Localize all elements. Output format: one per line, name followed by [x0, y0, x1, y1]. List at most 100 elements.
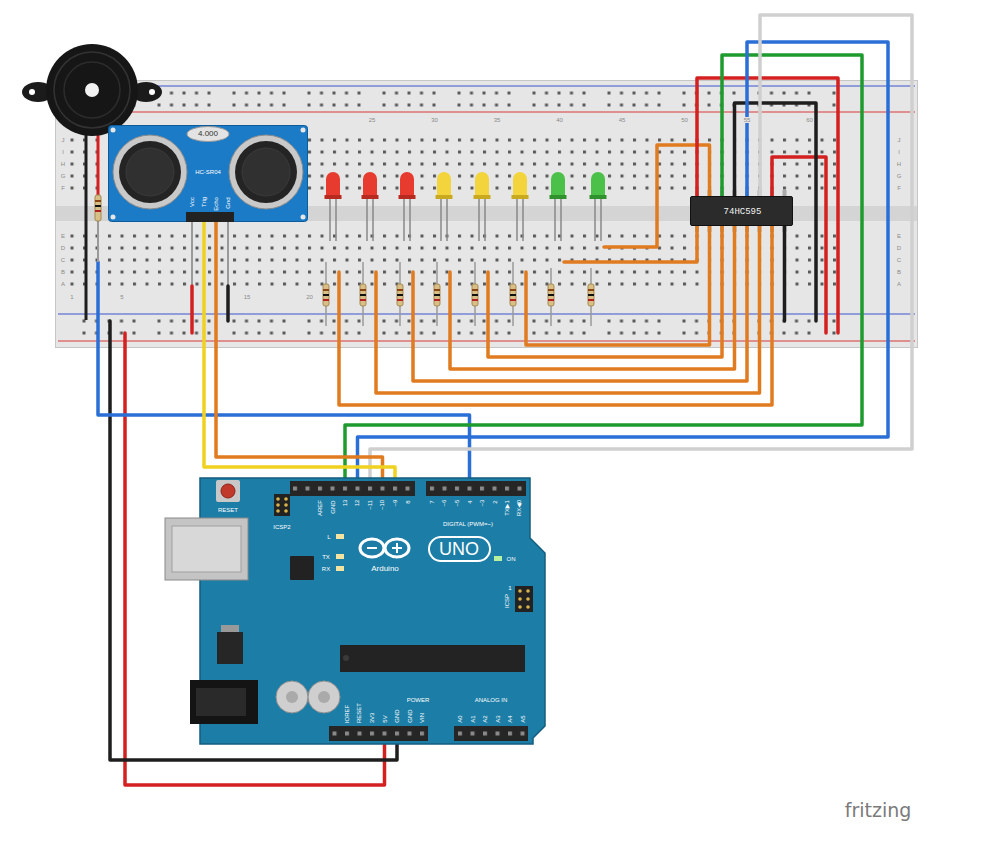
pin-label: A1: [470, 716, 476, 723]
led-symbol: [513, 172, 527, 197]
jumper-wire: [345, 55, 862, 478]
row-letter: B: [60, 269, 66, 275]
led-symbol: [594, 199, 596, 241]
column-number: 40: [555, 117, 564, 123]
led-symbol: [363, 172, 377, 197]
row-letter: G: [896, 173, 903, 179]
arduino-outline: [165, 518, 248, 580]
sensor-outline: [301, 128, 306, 133]
led-symbol: [335, 199, 337, 241]
row-letter: J: [897, 137, 902, 143]
arduino-outline: [385, 539, 409, 557]
column-number: 50: [680, 117, 689, 123]
pin-label: ~5: [454, 500, 460, 507]
arduino-outline: [276, 503, 280, 507]
led-symbol: [522, 199, 524, 241]
jumper-wire: [110, 103, 816, 760]
row-letter: E: [60, 233, 66, 239]
resistor-symbol: [323, 294, 329, 296]
jumper-wire: [190, 286, 194, 333]
pin-label: ~3: [479, 500, 485, 507]
led-symbol: [550, 195, 567, 199]
sensor-outline: [109, 126, 308, 222]
sensor-outline: [235, 141, 297, 203]
buzzer-symbol: [97, 221, 99, 262]
pin-label: GND: [407, 710, 413, 723]
row-letter: H: [896, 161, 902, 167]
pin-label: AREF: [317, 500, 323, 516]
pin-label: VIN: [419, 713, 425, 723]
arduino-board: RESETICSP2AREFGND1312~11~10~987~6~54~32T…: [160, 478, 547, 746]
module-name: HC-SR04: [195, 169, 221, 175]
pin-label: 12: [355, 500, 361, 507]
chip-label: 74HC595: [724, 208, 762, 217]
jumper-wire: [358, 42, 889, 478]
pin-label: Echo: [213, 197, 219, 211]
sensor-outline: [126, 148, 174, 196]
resistor-symbol: [360, 294, 366, 296]
buzzer-symbol: [29, 89, 35, 95]
resistor-symbol: [323, 289, 329, 291]
row-letter: F: [60, 185, 66, 191]
brand-name: Arduino: [371, 565, 399, 573]
arduino-outline: [190, 680, 258, 724]
row-letter: D: [60, 245, 66, 251]
resistor-symbol: [397, 289, 403, 291]
sensor-outline: [187, 127, 229, 142]
sensor-outline: [113, 135, 187, 209]
sensor-outline: [242, 148, 290, 196]
jumper-wire: [783, 226, 787, 321]
arduino-outline: [221, 625, 239, 633]
led-symbol: [440, 199, 442, 241]
resistor-symbol: [472, 289, 478, 291]
arduino-outline: [276, 497, 280, 501]
led-label: TX: [322, 554, 330, 560]
arduino-outline: [336, 566, 344, 571]
column-number: 60: [805, 117, 814, 123]
arduino-outline: [336, 554, 344, 559]
ultrasonic-sensor: 4.000HC-SR04VccTrigEchoGnd: [108, 125, 308, 222]
pin-label: A0: [457, 716, 463, 723]
jumper-wire: [450, 226, 735, 369]
sensor-leg: [192, 222, 228, 286]
sensor-outline: [119, 141, 181, 203]
arduino-outline: [526, 589, 530, 593]
led-symbol: [590, 195, 607, 199]
jumper-wire: [772, 157, 826, 333]
pin-label: ~9: [392, 500, 398, 507]
led-symbol: [329, 199, 331, 241]
sensor-outline: [109, 126, 308, 223]
led-symbol: [372, 199, 374, 241]
header-label: DIGITAL (PWM=~): [443, 521, 493, 527]
arduino-outline: [526, 597, 530, 601]
arduino-outline: [221, 484, 235, 498]
resistor-symbol: [548, 284, 554, 306]
column-number: 55: [743, 117, 752, 123]
pin-label: A4: [507, 716, 513, 723]
pin-label: RESET: [356, 703, 362, 723]
pin-label: RX◀0: [516, 500, 522, 516]
arduino-outline: [284, 503, 288, 507]
breadboard: [58, 85, 915, 86]
led-symbol: [366, 199, 368, 241]
pin-label: 4: [467, 500, 473, 503]
pin-label: 13: [342, 500, 348, 507]
header-label: ANALOG IN: [475, 697, 508, 703]
pin-label: ~6: [442, 500, 448, 507]
pin-label: TX▶1: [504, 500, 510, 516]
arduino-outline: [336, 534, 344, 539]
buzzer-symbol: [95, 195, 101, 221]
arduino-outline: [457, 731, 527, 736]
arduino-outline: [274, 494, 290, 516]
resistor-symbol: [434, 294, 440, 296]
row-letter: A: [60, 281, 66, 287]
arduino-outline: [292, 486, 417, 491]
led-symbol: [437, 172, 451, 197]
crystal-label: 4.000: [198, 130, 218, 138]
arduino-outline: [360, 539, 384, 557]
arduino-outline: [526, 605, 530, 609]
resistor-symbol: [397, 299, 403, 301]
row-letter: I: [897, 149, 901, 155]
resistor-symbol: [360, 289, 366, 291]
